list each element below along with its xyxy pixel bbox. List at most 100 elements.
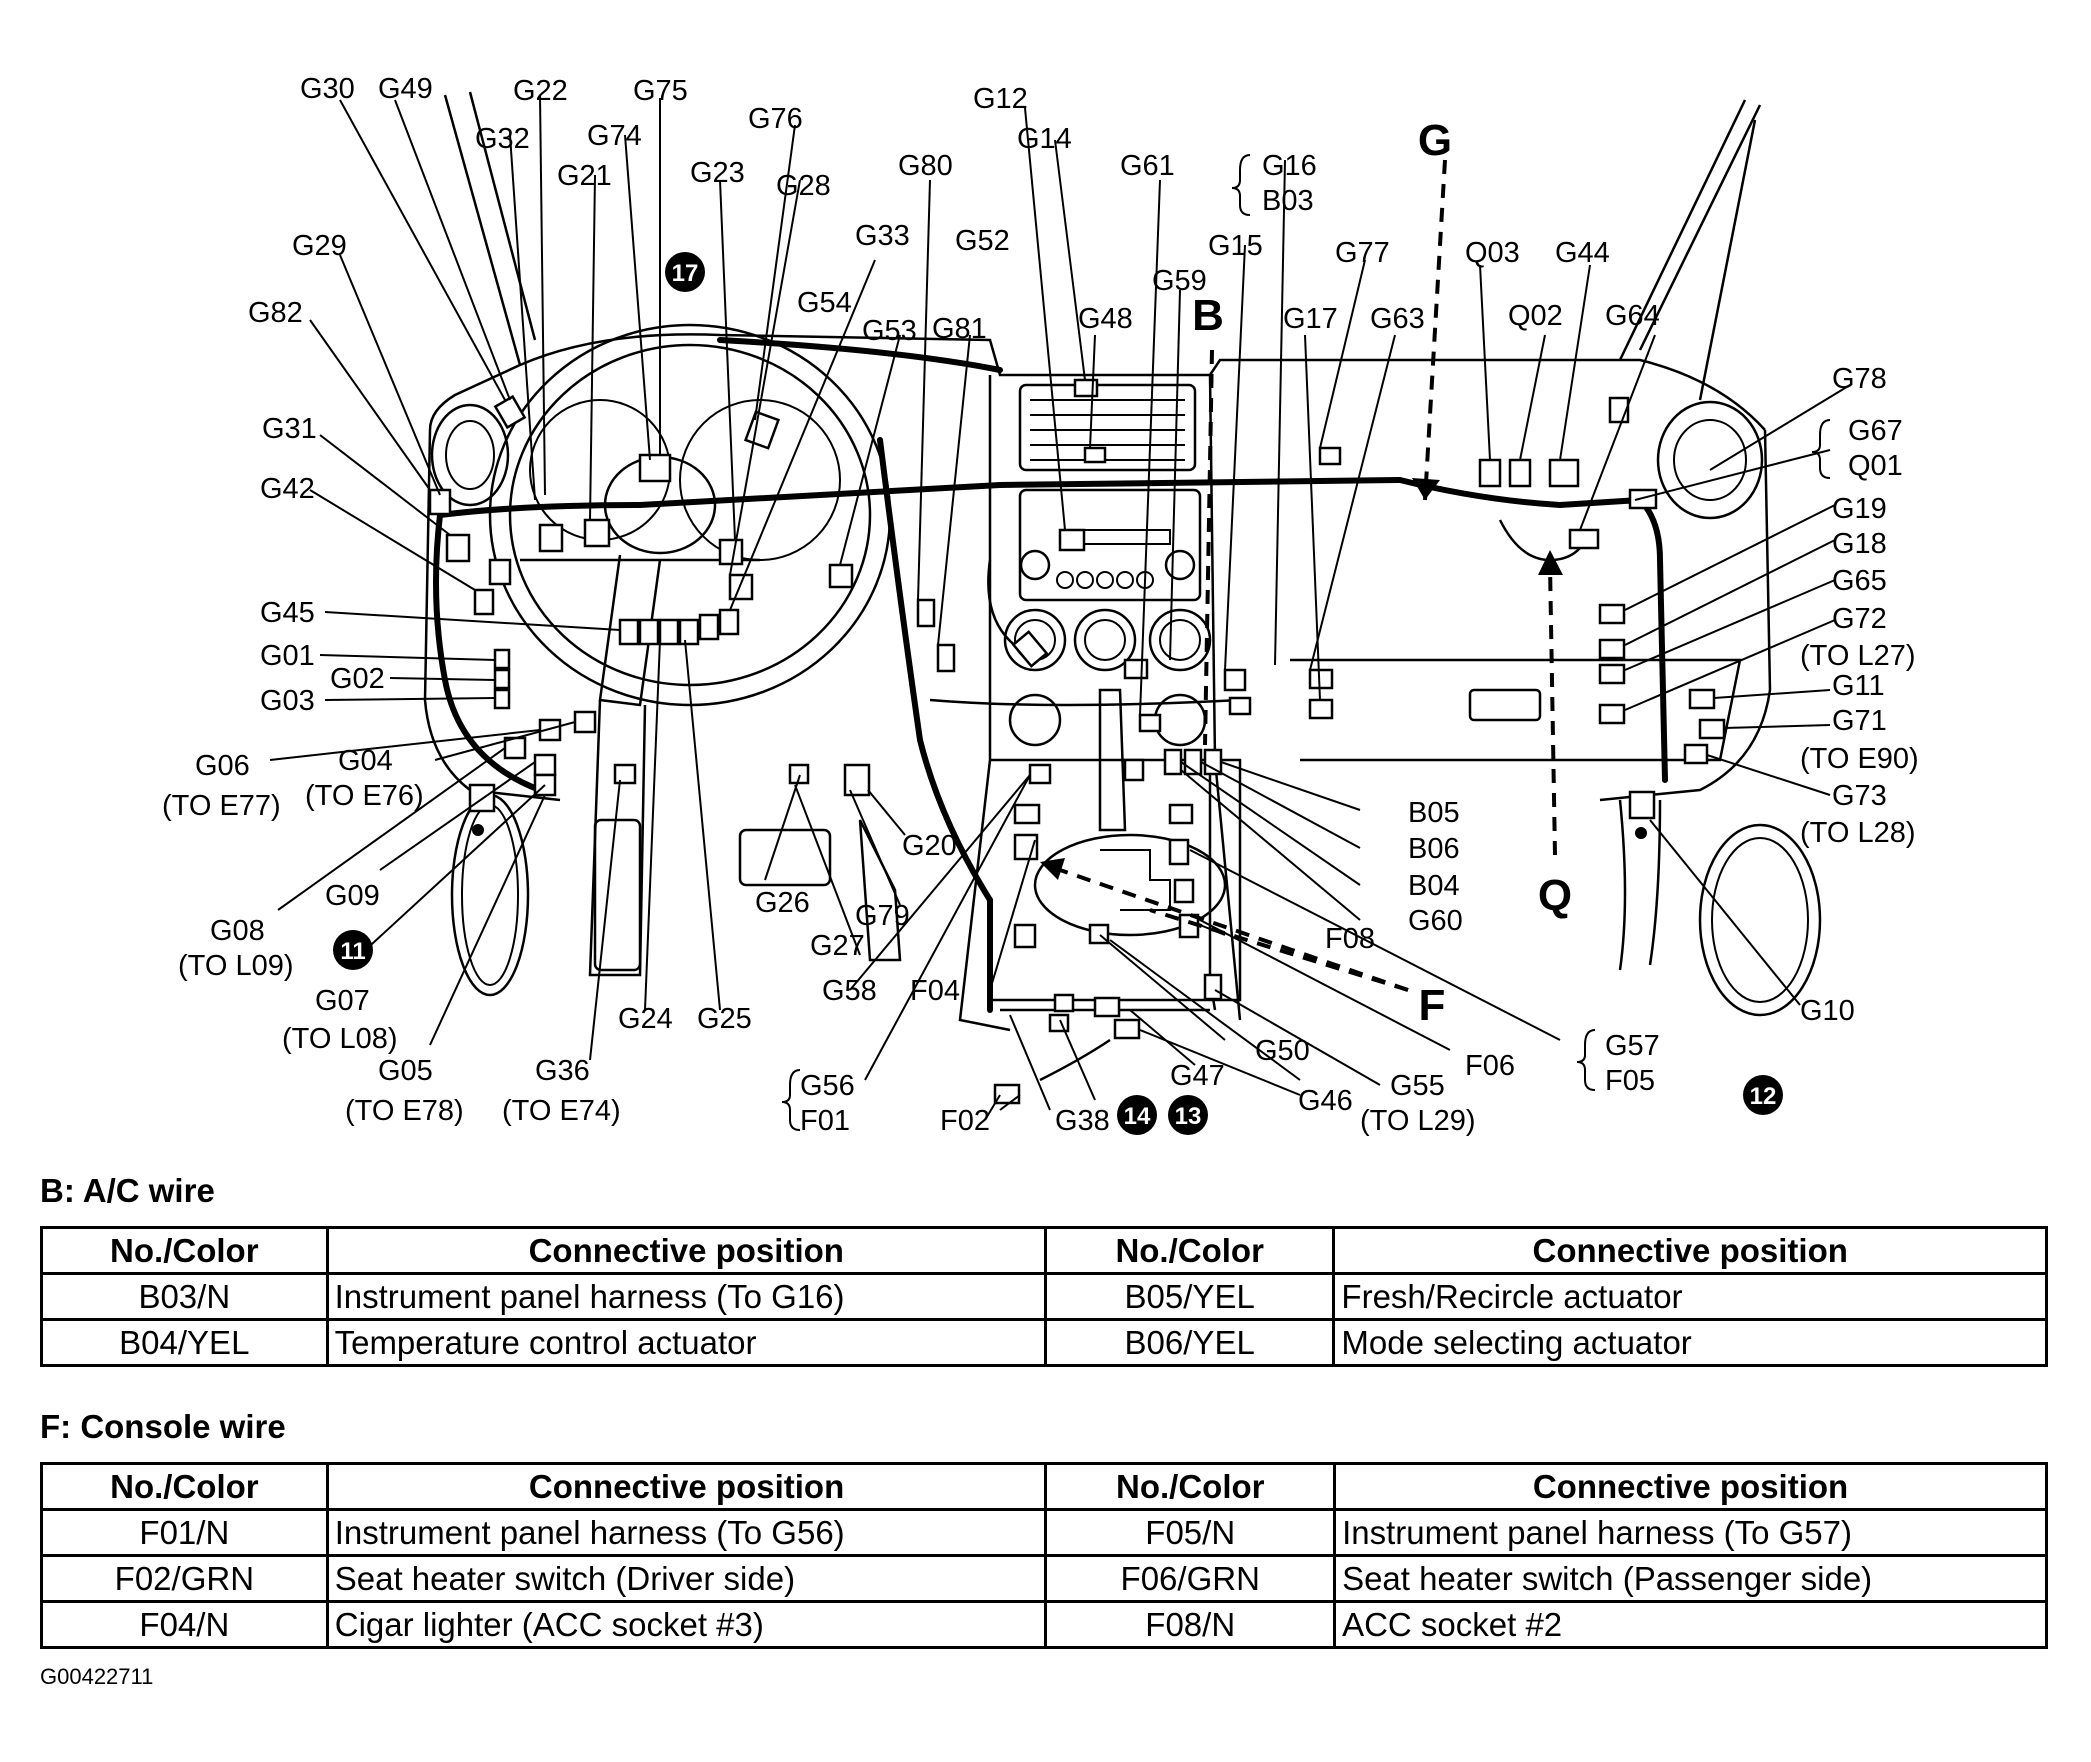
connector-label-g76: G76 bbox=[748, 103, 803, 135]
table-cell: Temperature control actuator bbox=[325, 1318, 1047, 1367]
table-cell: Mode selecting actuator bbox=[1332, 1318, 2048, 1367]
table-cell: B05/YEL bbox=[1043, 1272, 1336, 1321]
connector-label-tol27: (TO L27) bbox=[1800, 640, 1916, 672]
letter-f: F bbox=[1419, 981, 1446, 1030]
connector-label-g75: G75 bbox=[633, 75, 688, 107]
connector-label-b04: B04 bbox=[1408, 870, 1460, 902]
connector-label-tol29: (TO L29) bbox=[1360, 1105, 1476, 1137]
table-row: F01/N Instrument panel harness (To G56) … bbox=[40, 1508, 2048, 1557]
table-cell: B04/YEL bbox=[40, 1318, 329, 1367]
table-row: F02/GRN Seat heater switch (Driver side)… bbox=[40, 1554, 2048, 1603]
connector-label-g07: G07 bbox=[315, 985, 370, 1017]
connector-label-g60: G60 bbox=[1408, 905, 1463, 937]
connector-label-g44: G44 bbox=[1555, 237, 1610, 269]
connector-label-g57: G57 bbox=[1605, 1030, 1660, 1062]
connector-label-f02: F02 bbox=[940, 1105, 990, 1137]
table-b: No./Color Connective position No./Color … bbox=[40, 1226, 2048, 1367]
connector-label-g01: G01 bbox=[260, 640, 315, 672]
connector-label-g61: G61 bbox=[1120, 150, 1175, 182]
letter-b: B bbox=[1192, 291, 1224, 340]
connector-label-f08: F08 bbox=[1325, 923, 1375, 955]
connector-label-g14: G14 bbox=[1017, 123, 1072, 155]
connector-label-g36: G36 bbox=[535, 1055, 590, 1087]
table-f-header-cell: No./Color bbox=[1044, 1462, 1337, 1511]
connector-label-g09: G09 bbox=[325, 880, 380, 912]
marker-13: 13 bbox=[1168, 1095, 1208, 1135]
connector-label-tol08: (TO L08) bbox=[282, 1023, 398, 1055]
svg-text:14: 14 bbox=[1124, 1103, 1151, 1130]
table-cell: Instrument panel harness (To G16) bbox=[325, 1272, 1047, 1321]
connector-label-g58: G58 bbox=[822, 975, 877, 1007]
connector-label-g71: G71 bbox=[1832, 705, 1887, 737]
connector-label-toe74: (TO E74) bbox=[502, 1095, 621, 1127]
connector-label-tol09: (TO L09) bbox=[178, 950, 294, 982]
connectors bbox=[428, 378, 1726, 1105]
table-f-header-cell: Connective position bbox=[1333, 1462, 2048, 1511]
table-cell: F05/N bbox=[1044, 1508, 1337, 1557]
table-cell: Fresh/Recircle actuator bbox=[1332, 1272, 2048, 1321]
connector-label-g55: G55 bbox=[1390, 1070, 1445, 1102]
leader-lines bbox=[269, 95, 1851, 1121]
connector-label-f05: F05 bbox=[1605, 1065, 1655, 1097]
table-f-header-cell: No./Color bbox=[40, 1462, 329, 1511]
connector-label-g50: G50 bbox=[1255, 1035, 1310, 1067]
table-f-header-cell: Connective position bbox=[325, 1462, 1048, 1511]
table-row: B04/YEL Temperature control actuator B06… bbox=[40, 1318, 2048, 1367]
connector-label-q03: Q03 bbox=[1465, 237, 1520, 269]
connector-label-g53: G53 bbox=[862, 315, 917, 347]
connector-label-g74: G74 bbox=[587, 120, 642, 152]
connector-label-g63: G63 bbox=[1370, 303, 1425, 335]
table-cell: F04/N bbox=[40, 1600, 329, 1649]
table-b-header-cell: Connective position bbox=[1332, 1226, 2048, 1275]
wiring-diagram: 17 11 12 14 13 G B Q F G30G49G22G75G32G7… bbox=[162, 73, 1919, 1137]
connector-label-toe90: (TO E90) bbox=[1800, 743, 1919, 775]
connector-label-g49: G49 bbox=[378, 73, 433, 105]
svg-text:12: 12 bbox=[1750, 1083, 1777, 1110]
connector-label-g32: G32 bbox=[475, 123, 530, 155]
table-cell: Seat heater switch (Driver side) bbox=[325, 1554, 1048, 1603]
svg-text:13: 13 bbox=[1175, 1103, 1202, 1130]
connector-label-g45: G45 bbox=[260, 597, 315, 629]
connector-label-g64: G64 bbox=[1605, 300, 1660, 332]
marker-12: 12 bbox=[1743, 1075, 1783, 1115]
connector-label-g23: G23 bbox=[690, 157, 745, 189]
table-f: No./Color Connective position No./Color … bbox=[40, 1462, 2048, 1649]
connector-label-q02: Q02 bbox=[1508, 300, 1563, 332]
table-cell: F08/N bbox=[1044, 1600, 1337, 1649]
connector-label-g79: G79 bbox=[855, 900, 910, 932]
connector-label-g06: G06 bbox=[195, 750, 250, 782]
connector-label-g73: G73 bbox=[1832, 780, 1887, 812]
connector-label-g72: G72 bbox=[1832, 603, 1887, 635]
connector-label-g19: G19 bbox=[1832, 493, 1887, 525]
connector-label-g81: G81 bbox=[932, 313, 987, 345]
connector-label-g12: G12 bbox=[973, 83, 1028, 115]
table-row: B03/N Instrument panel harness (To G16) … bbox=[40, 1272, 2048, 1321]
table-cell: Cigar lighter (ACC socket #3) bbox=[325, 1600, 1048, 1649]
connector-label-g47: G47 bbox=[1170, 1060, 1225, 1092]
connector-label-g17: G17 bbox=[1283, 303, 1338, 335]
connector-label-g33: G33 bbox=[855, 220, 910, 252]
dashboard-drawing bbox=[423, 91, 1822, 1082]
connector-label-g20: G20 bbox=[902, 830, 957, 862]
svg-text:17: 17 bbox=[672, 260, 699, 287]
connector-label-g04: G04 bbox=[338, 745, 393, 777]
connector-label-f06: F06 bbox=[1465, 1050, 1515, 1082]
connector-label-b05: B05 bbox=[1408, 797, 1460, 829]
table-cell: B03/N bbox=[40, 1272, 329, 1321]
connector-label-g31: G31 bbox=[262, 413, 317, 445]
connector-label-g77: G77 bbox=[1335, 237, 1390, 269]
connector-label-g78: G78 bbox=[1832, 363, 1887, 395]
marker-17: 17 bbox=[665, 252, 705, 292]
table-f-title: F: Console wire bbox=[40, 1408, 286, 1445]
connector-label-f04: F04 bbox=[910, 975, 960, 1007]
connector-label-g15: G15 bbox=[1208, 230, 1263, 262]
connector-label-g28: G28 bbox=[776, 170, 831, 202]
table-cell: B06/YEL bbox=[1043, 1318, 1336, 1367]
connector-label-g21: G21 bbox=[557, 160, 612, 192]
connector-label-toe76: (TO E76) bbox=[305, 780, 424, 812]
connector-label-g24: G24 bbox=[618, 1003, 673, 1035]
table-cell: F06/GRN bbox=[1044, 1554, 1337, 1603]
connector-label-g02: G02 bbox=[330, 663, 385, 695]
connector-label-g11: G11 bbox=[1832, 670, 1885, 702]
